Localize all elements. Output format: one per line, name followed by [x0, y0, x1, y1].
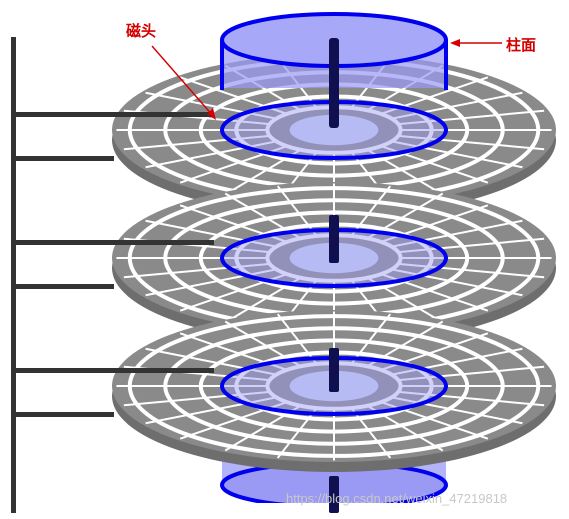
sector-line [123, 134, 270, 151]
sector-line [123, 390, 270, 407]
sector-line [391, 91, 523, 120]
platter-hub [289, 114, 379, 146]
sector-line [145, 396, 277, 425]
platter [14, 310, 556, 472]
sector-line [391, 347, 523, 376]
head-arm-upper [14, 368, 214, 373]
sector-line [391, 268, 523, 297]
sector-line [398, 262, 545, 279]
sector-line [276, 313, 318, 365]
sector-line [398, 237, 545, 254]
sector-line [276, 407, 318, 459]
sector-line [276, 185, 318, 237]
sector-line [391, 219, 523, 248]
sector-line [398, 365, 545, 382]
sector-line [145, 219, 277, 248]
sector-line [123, 262, 270, 279]
sector-line [350, 185, 392, 237]
head-arm-upper [14, 112, 214, 117]
sector-line [391, 396, 523, 425]
head-arm-lower [14, 412, 114, 417]
platter-stack [14, 54, 556, 472]
sector-line [145, 140, 277, 169]
head-arm-lower [14, 156, 114, 161]
sector-line [398, 134, 545, 151]
watermark-text: https://blog.csdn.net/weixin_47219818 [286, 491, 508, 506]
sector-line [145, 347, 277, 376]
head-pointer-line [151, 45, 215, 118]
sector-line [398, 390, 545, 407]
head-arm-upper [14, 240, 214, 245]
head-label: 磁头 [126, 22, 157, 40]
sector-line [398, 109, 545, 126]
sector-line [350, 407, 392, 459]
sector-line [145, 268, 277, 297]
cylinder-pointer-arrowhead [450, 39, 460, 47]
sector-line [391, 140, 523, 169]
head-arm-lower [14, 284, 114, 289]
spindle [329, 38, 339, 513]
actuator-post [11, 37, 16, 513]
sector-line [145, 91, 277, 120]
sector-line [350, 313, 392, 365]
head-pointer-arrowhead [207, 108, 216, 120]
cylinder-label: 柱面 [506, 36, 537, 54]
